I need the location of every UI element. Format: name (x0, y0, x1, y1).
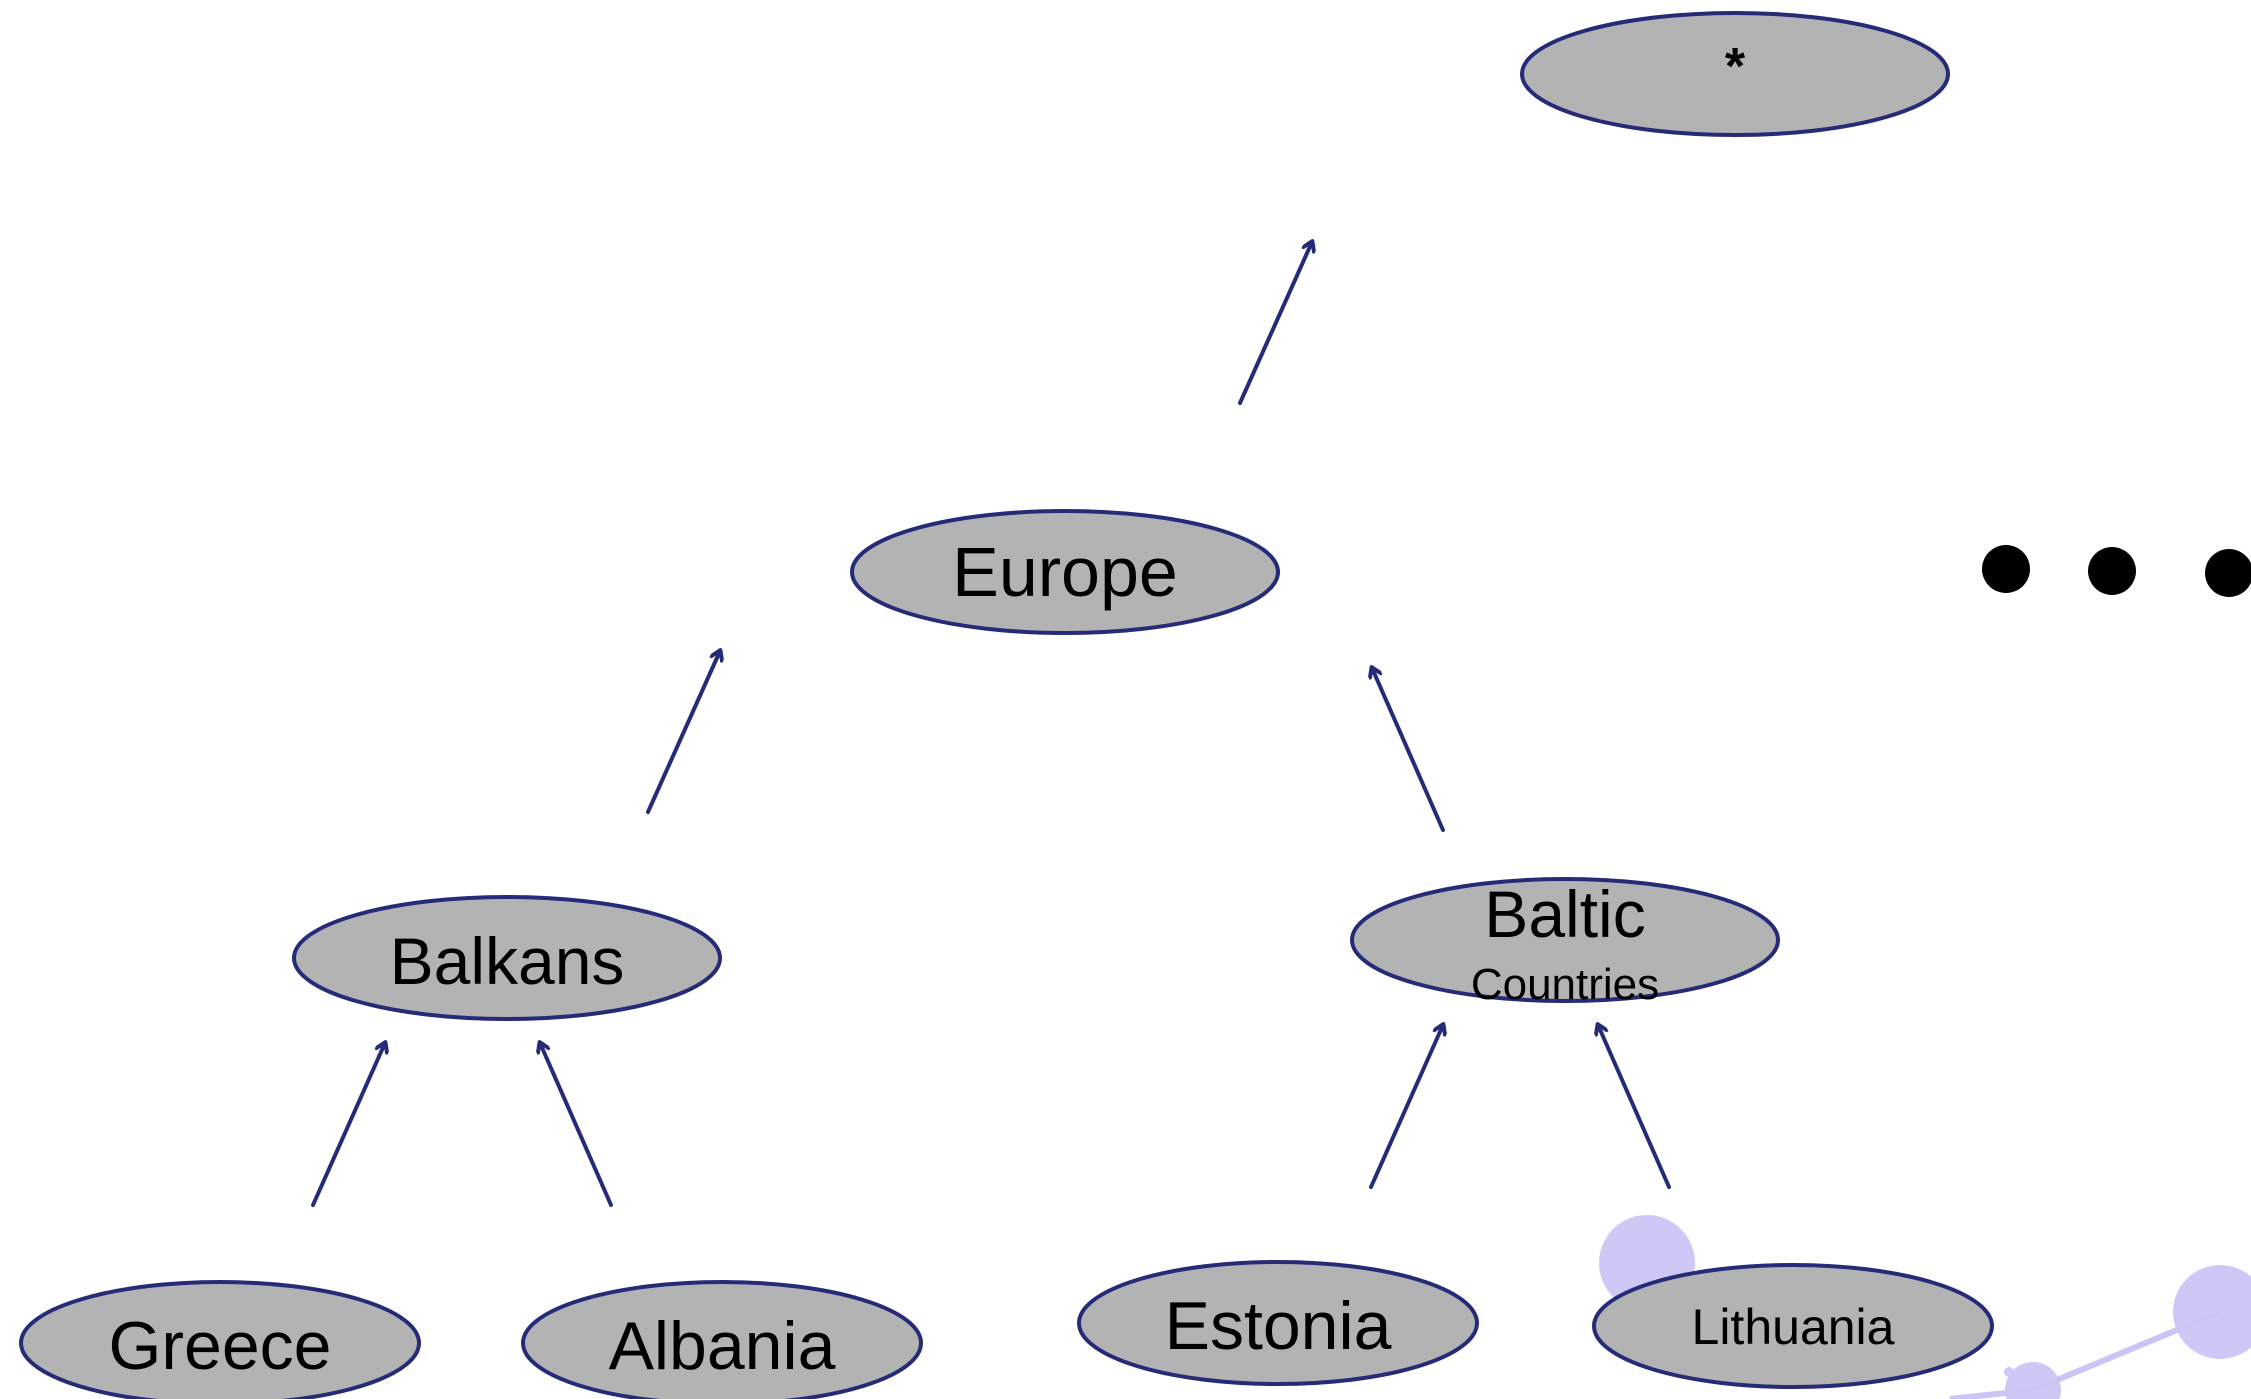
node-lithuania: Lithuania (1592, 1263, 1994, 1389)
node-greece-label: Greece (109, 1308, 332, 1384)
node-root: * (1520, 11, 1950, 137)
background-decoration (1599, 1215, 2251, 1399)
ellipsis-dot (2088, 547, 2136, 595)
ellipsis-dots (1982, 545, 2251, 597)
node-europe: Europe (850, 509, 1280, 635)
node-baltic-label: Baltic (1484, 877, 1645, 951)
arrow-baltic-to-europe (1372, 668, 1445, 832)
node-baltic-sublabel: Countries (1471, 960, 1659, 1009)
arrow-estonia-to-baltic (1369, 1025, 1443, 1189)
arrow-albania-to-balkans (540, 1043, 613, 1207)
node-baltic: Baltic Countries (1350, 877, 1780, 1009)
edges (311, 242, 1671, 1207)
node-root-label: * (1725, 38, 1746, 96)
ellipsis-dot (2205, 549, 2251, 597)
arrow-europe-to-root (1238, 242, 1312, 405)
ellipsis-dot (1982, 545, 2030, 593)
node-balkans-label: Balkans (390, 924, 625, 998)
node-europe-label: Europe (952, 533, 1178, 611)
arrow-greece-to-balkans (311, 1043, 385, 1207)
arrow-lithuania-to-baltic (1598, 1025, 1671, 1189)
arrow-balkans-to-europe (646, 651, 720, 814)
node-estonia: Estonia (1077, 1260, 1479, 1386)
node-albania: Albania (521, 1280, 923, 1399)
node-balkans: Balkans (292, 895, 722, 1021)
node-lithuania-label: Lithuania (1692, 1299, 1895, 1355)
node-greece: Greece (19, 1280, 421, 1399)
node-albania-label: Albania (609, 1308, 836, 1384)
node-estonia-label: Estonia (1165, 1288, 1392, 1364)
